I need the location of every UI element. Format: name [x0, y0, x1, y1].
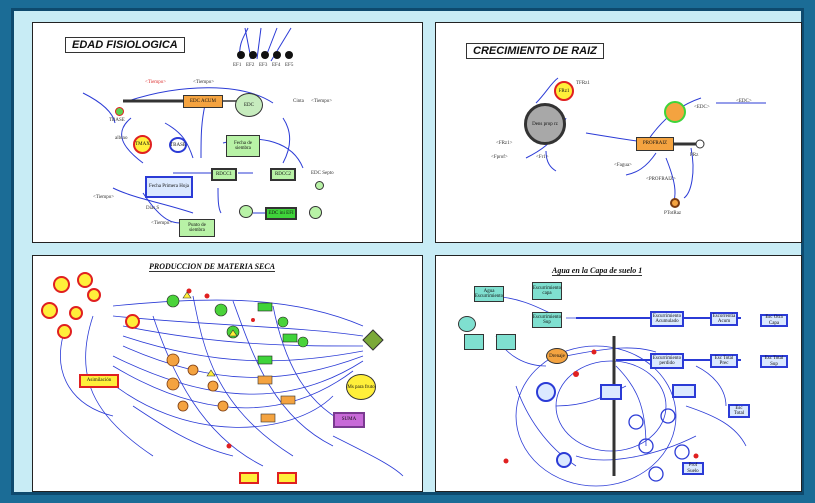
label-tiempo-4: <Tiempo> [93, 195, 115, 200]
panel-title: CRECIMIENTO DE RAIZ [466, 43, 604, 59]
stock-escorrentia-acum: Escorrentía Acum [710, 312, 738, 326]
node-teal-1 [458, 316, 476, 332]
stock-rdcc1: RDCC1 [211, 168, 237, 181]
node-frz1: FRz1 [554, 81, 574, 101]
node-yellow-2 [77, 272, 93, 288]
aux-punto-siembra: Punto de siembra [179, 219, 215, 237]
node-blue-bottom [556, 452, 572, 468]
stock-edc-acum: EDC ACUM [183, 95, 223, 108]
label-tiempo-5: <Tiempo> [151, 221, 173, 226]
node-edc: EDC [235, 93, 263, 117]
panel-produccion-materia-seca: PRODUCCION DE MATERIA SECA Asimilación M… [32, 255, 423, 492]
node-tbase [115, 107, 124, 116]
label-ef1: EF1 [233, 63, 242, 68]
label-tiempo: <Tiempo> [145, 80, 167, 85]
node-drenaje: Drenaje [546, 348, 568, 364]
label-ffrz: <FRz1> [496, 141, 513, 146]
stock-profraiz: PROFRAIZ [636, 137, 674, 151]
label-prz: PRz [690, 153, 699, 158]
node-ptotraz [670, 198, 680, 208]
panel-title: EDAD FISIOLOGICA [65, 37, 185, 53]
node-small-green [315, 181, 324, 190]
slide-backdrop: EDAD FISIOLOGICA EF1 EF2 EF3 EF4 EF5 <Ti… [11, 8, 804, 495]
aux-fecha-primera-hoja: Fecha Primera Hoja [145, 176, 193, 198]
stock-edc-ini: EDC ini EFI [265, 207, 297, 220]
stock-teal-2 [464, 334, 484, 350]
label-profraiz: <PROFRAIZ> [646, 177, 676, 182]
label-ef4: EF4 [272, 63, 281, 68]
label-edc: <EDC> [694, 105, 710, 110]
stock-bottom-1 [239, 472, 259, 484]
stock-bottom-2 [277, 472, 297, 484]
stock-agua-escurrimiento: Agua Escurrimiento [474, 286, 504, 302]
stock-asimilacion: Asimilación [79, 374, 119, 388]
node-yellow-1 [53, 276, 70, 293]
stock-blue-center [600, 384, 622, 400]
stock-rdcc2: RDCC2 [270, 168, 296, 181]
label-edc-septo: EDC Septo [311, 171, 334, 176]
stock-esc-otra-capa: Esc Otra Capa [760, 314, 788, 327]
node-yellow-7 [125, 314, 140, 329]
label-ef2: EF2 [246, 63, 255, 68]
stock-escurrimiento-perdido: Escurrimiento perdido [650, 353, 684, 369]
label-dias-s: Días S [146, 206, 160, 211]
node-yellow-4 [41, 302, 58, 319]
node-orange-green [664, 101, 686, 123]
stock-suma: SUMA [333, 412, 365, 428]
label-albino: albino [115, 136, 128, 141]
stock-teal-3 [496, 334, 516, 350]
node-tbase-out: TBASE [169, 137, 187, 153]
node-yellow-6 [57, 324, 72, 339]
panel-agua-capa-suelo: Agua en la Capa de suelo 1 Agua Escurrim… [435, 255, 802, 492]
stock-esc-total-sup: Esc Total Sup [760, 355, 788, 368]
produccion-diagram-canvas [60, 288, 404, 477]
stock-esc-total-prec: Esc Total Prec [710, 354, 738, 368]
node-edc-small [239, 205, 253, 218]
label-tfrz1: TFRz1 [576, 81, 590, 86]
stock-esc-total: Esc Total [728, 404, 750, 418]
node-blue-1 [536, 382, 556, 402]
stock-prof-suelo: Prof Suelo [682, 462, 704, 475]
label-tiempo-2: <Tiempo> [193, 80, 215, 85]
node-dens-prop: Dens prop rz [524, 103, 566, 145]
label-ef3: EF3 [259, 63, 268, 68]
node-yellow-3 [87, 288, 101, 302]
label-fprof: <Fprof> [491, 155, 508, 160]
stock-blue-right [672, 384, 696, 398]
label-tbase: TBASE [109, 118, 125, 123]
panel-title: PRODUCCION DE MATERIA SECA [149, 262, 276, 272]
node-edc-end [309, 206, 322, 219]
stock-escurrimiento-acum: Escurrimiento Acumulado [650, 311, 684, 327]
node-yellow-5 [69, 306, 83, 320]
label-ptotraz: PTotRaz [664, 211, 682, 216]
aux-fecha-siembra: Fecha de siembra [226, 135, 260, 157]
edad-diagram-canvas [82, 27, 304, 224]
stock-escurrimiento-capa: Escurrimiento capa [532, 282, 562, 300]
label-ef5: EF5 [285, 63, 294, 68]
label-edc-2: <EDC> [736, 99, 752, 104]
label-cinta: Cinta [293, 99, 304, 104]
label-fr: <Fr1> [536, 155, 549, 160]
node-tmax: TMAX [133, 135, 152, 154]
stock-escurrimiento-sup: Escurrimiento Sup [532, 312, 562, 328]
panel-edad-fisiologica: EDAD FISIOLOGICA EF1 EF2 EF3 EF4 EF5 <Ti… [32, 22, 423, 243]
panel-title: Agua en la Capa de suelo 1 [552, 266, 643, 276]
label-fagua: <Fagua> [614, 163, 632, 168]
panel-crecimiento-raiz: CRECIMIENTO DE RAIZ FRz1 TFRz1 Dens prop… [435, 22, 802, 243]
label-tiempo-3: <Tiempo> [311, 99, 333, 104]
node-ms-fruto: Ms para fruto [346, 374, 376, 400]
